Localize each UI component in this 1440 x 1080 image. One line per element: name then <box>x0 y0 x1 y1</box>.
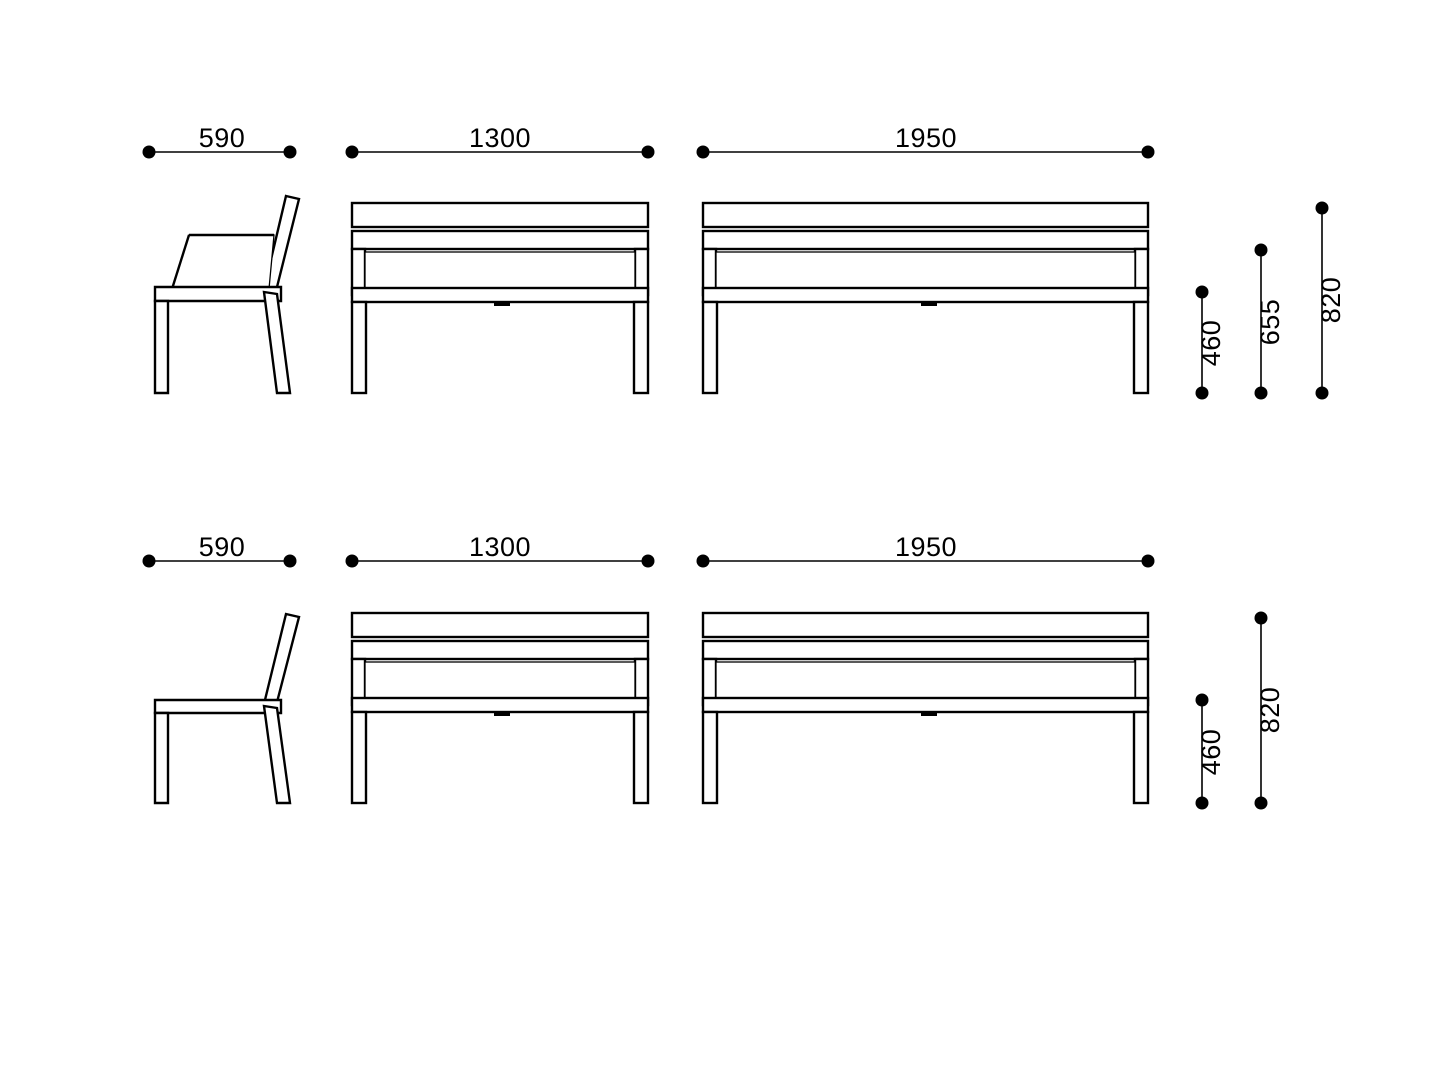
seat-panel <box>364 251 636 289</box>
seat-rail <box>350 696 650 714</box>
seat-panel <box>715 251 1136 289</box>
seat-rail <box>350 286 650 304</box>
dimension-label-820: 820 <box>1316 277 1346 324</box>
dimension-endpoint-dot <box>1315 201 1329 215</box>
leg-right <box>1132 710 1150 805</box>
leg-right <box>632 710 650 805</box>
side-view-frame <box>153 612 301 805</box>
dimension-endpoint-dot <box>1195 285 1209 299</box>
seat-rail <box>701 286 1150 304</box>
dimension-460-top: 460 <box>1195 285 1226 400</box>
dimension-label-655: 655 <box>1255 299 1285 346</box>
dimension-endpoint-dot <box>1141 554 1155 568</box>
dimension-label-1300: 1300 <box>469 123 531 153</box>
dimension-endpoint-dot <box>1254 796 1268 810</box>
dimension-endpoint-dot <box>1254 386 1268 400</box>
leg-right <box>1132 300 1150 395</box>
dimension-endpoint-dot <box>345 145 359 159</box>
dimension-endpoint-dot <box>641 145 655 159</box>
backrest-slat-top <box>701 201 1150 229</box>
seat-panel <box>715 661 1136 699</box>
leg-left <box>701 710 719 805</box>
dimension-label-820: 820 <box>1255 687 1285 734</box>
row-with-backrest: 590 1300 1950 <box>142 123 1346 400</box>
front-leg <box>153 711 170 805</box>
dimension-endpoint-dot <box>1195 386 1209 400</box>
dimension-1300-bottom: 1300 <box>345 532 655 568</box>
dimension-label-590: 590 <box>199 123 246 153</box>
dimension-endpoint-dot <box>1315 386 1329 400</box>
center-support-tab <box>921 711 937 716</box>
leg-right <box>632 300 650 395</box>
rear-leg <box>262 290 292 395</box>
backrest-slat-top <box>350 201 650 229</box>
dimension-655-top: 655 <box>1254 243 1285 400</box>
dimension-endpoint-dot <box>142 554 156 568</box>
dimension-1300-top: 1300 <box>345 123 655 159</box>
dimension-1950-bottom: 1950 <box>696 532 1155 568</box>
front-view-1300-frame <box>350 611 650 805</box>
rear-leg <box>262 704 292 805</box>
backrest-slat-second <box>350 639 650 661</box>
dimension-460-bottom: 460 <box>1195 693 1226 810</box>
dimension-label-460: 460 <box>1196 320 1226 367</box>
dimension-endpoint-dot <box>696 145 710 159</box>
seat-rail <box>701 696 1150 714</box>
dimension-endpoint-dot <box>641 554 655 568</box>
backrest-slat-second <box>350 229 650 251</box>
leg-left <box>350 710 368 805</box>
panel-front-edge <box>170 234 191 290</box>
dimension-label-460: 460 <box>1196 729 1226 776</box>
dimension-endpoint-dot <box>283 145 297 159</box>
dimension-label-1950: 1950 <box>895 123 957 153</box>
center-support-tab <box>494 711 510 716</box>
row-without-backrest: 590 1300 1950 <box>142 532 1285 810</box>
dimension-820-top: 820 <box>1315 201 1346 400</box>
backrest-slat-top <box>350 611 650 639</box>
dimension-590-bottom: 590 <box>142 532 297 568</box>
dimension-endpoint-dot <box>1141 145 1155 159</box>
front-view-1950-with-backrest <box>701 201 1150 395</box>
front-view-1950-frame <box>701 611 1150 805</box>
side-view-with-backrest <box>153 194 301 395</box>
backrest-slat-top <box>701 611 1150 639</box>
dimension-endpoint-dot <box>1254 243 1268 257</box>
dimension-1950-top: 1950 <box>696 123 1155 159</box>
front-leg <box>153 299 170 395</box>
dimension-label-1300: 1300 <box>469 532 531 562</box>
backrest-slat-second <box>701 639 1150 661</box>
center-support-tab <box>494 301 510 306</box>
seat-rail <box>153 285 283 303</box>
dimension-endpoint-dot <box>283 554 297 568</box>
center-support-tab <box>921 301 937 306</box>
dimension-label-590: 590 <box>199 532 246 562</box>
dimension-label-1950: 1950 <box>895 532 957 562</box>
seat-panel <box>364 661 636 699</box>
dimension-endpoint-dot <box>1254 611 1268 625</box>
dimension-endpoint-dot <box>1195 693 1209 707</box>
front-view-1300-with-backrest <box>350 201 650 395</box>
dimension-endpoint-dot <box>345 554 359 568</box>
dimension-820-bottom: 820 <box>1254 611 1285 810</box>
leg-left <box>350 300 368 395</box>
leg-left <box>701 300 719 395</box>
dimension-endpoint-dot <box>142 145 156 159</box>
seat-rail <box>153 698 283 715</box>
dimension-590-top: 590 <box>142 123 297 159</box>
dimension-endpoint-dot <box>696 554 710 568</box>
backrest-slat-second <box>701 229 1150 251</box>
dimension-endpoint-dot <box>1195 796 1209 810</box>
